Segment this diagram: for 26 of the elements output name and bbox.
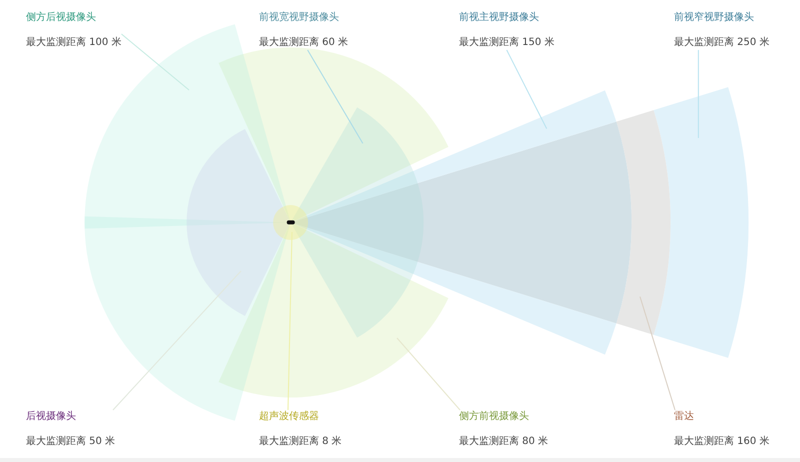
range-text: 最大监测距离 8 米 [259,435,342,449]
leader-line [288,232,292,410]
range-text: 最大监测距离 50 米 [26,435,116,449]
leader-line [506,50,548,130]
leader-line [640,296,676,410]
sensor-name: 侧方前视摄像头 [459,410,529,424]
range-text: 最大监测距离 250 米 [674,36,770,50]
sensor-name: 前视窄视野摄像头 [674,11,754,25]
range-text: 最大监测距离 80 米 [459,435,548,449]
range-text: 最大监测距离 100 米 [26,36,122,50]
leader-line [112,270,242,410]
coverage-band [654,87,748,358]
sensor-name: 侧方后视摄像头 [26,11,96,25]
sensor-name: 雷达 [674,410,694,424]
range-text: 最大监测距离 150 米 [459,36,554,50]
coverage-circle [273,205,308,240]
sensor-name: 前视主视野摄像头 [459,11,539,25]
leader-line [307,50,364,144]
sensor-name: 前视宽视野摄像头 [259,11,339,25]
leader-line [698,50,699,138]
coverage-band [616,110,670,335]
leader-line [396,338,460,410]
range-text: 最大监测距离 160 米 [674,435,770,449]
range-text: 最大监测距离 60 米 [259,36,348,50]
sensor-name: 超声波传感器 [259,410,319,424]
sensor-name: 后视摄像头 [26,410,76,424]
